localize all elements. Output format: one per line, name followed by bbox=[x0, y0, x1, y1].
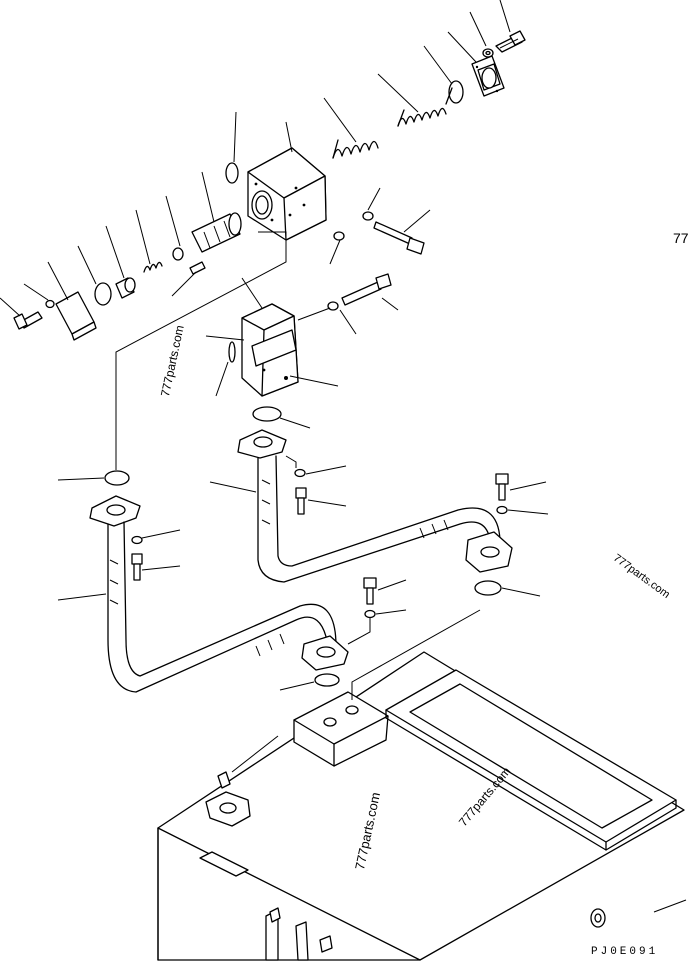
hydraulic-tank bbox=[157, 651, 685, 961]
washer-pipe-left bbox=[131, 535, 143, 545]
leader-lines bbox=[0, 0, 687, 913]
valve-body bbox=[247, 147, 327, 241]
o-ring-pipe-far bbox=[474, 580, 502, 596]
pipe-right bbox=[237, 429, 513, 583]
long-bolt-middle bbox=[341, 273, 392, 306]
washer-top bbox=[482, 48, 494, 58]
spring-large bbox=[397, 87, 453, 127]
cap-bolt-top bbox=[495, 30, 526, 53]
cover-plate-left bbox=[55, 291, 97, 341]
washer-middle bbox=[327, 301, 339, 311]
valve-block-middle bbox=[228, 303, 299, 397]
bolt-pipe-center bbox=[363, 577, 377, 605]
washer-pipe-right bbox=[294, 468, 306, 478]
o-ring-block bbox=[252, 406, 282, 422]
spool bbox=[191, 212, 242, 253]
washer-right-upper bbox=[362, 211, 374, 221]
long-bolt-upper bbox=[373, 221, 425, 255]
o-ring-body bbox=[225, 162, 239, 184]
pipe-left bbox=[89, 495, 349, 693]
bolt-pipe-right bbox=[295, 487, 307, 515]
washer-left bbox=[45, 299, 55, 309]
o-ring-mount bbox=[314, 673, 340, 687]
o-ring-top bbox=[448, 80, 464, 104]
plug-small bbox=[333, 231, 345, 241]
plug bbox=[115, 277, 136, 299]
set-screw bbox=[189, 261, 206, 275]
cover-flange-top bbox=[471, 55, 505, 97]
valve-assembly-group bbox=[13, 30, 526, 341]
o-ring-cover bbox=[94, 282, 112, 306]
drawing-code: PJ0E091 bbox=[591, 946, 659, 958]
o-ring-pipe-left bbox=[104, 470, 130, 486]
washer-pipe-center bbox=[364, 609, 376, 619]
spring-small bbox=[332, 139, 379, 159]
spring-pilot bbox=[143, 261, 163, 273]
bolt-pipe-far bbox=[495, 473, 509, 501]
bolt-pipe-left bbox=[131, 553, 143, 581]
washer-pipe-far bbox=[496, 505, 508, 515]
washer-spool bbox=[172, 247, 184, 261]
watermark-text-partial: 77 bbox=[673, 230, 688, 246]
